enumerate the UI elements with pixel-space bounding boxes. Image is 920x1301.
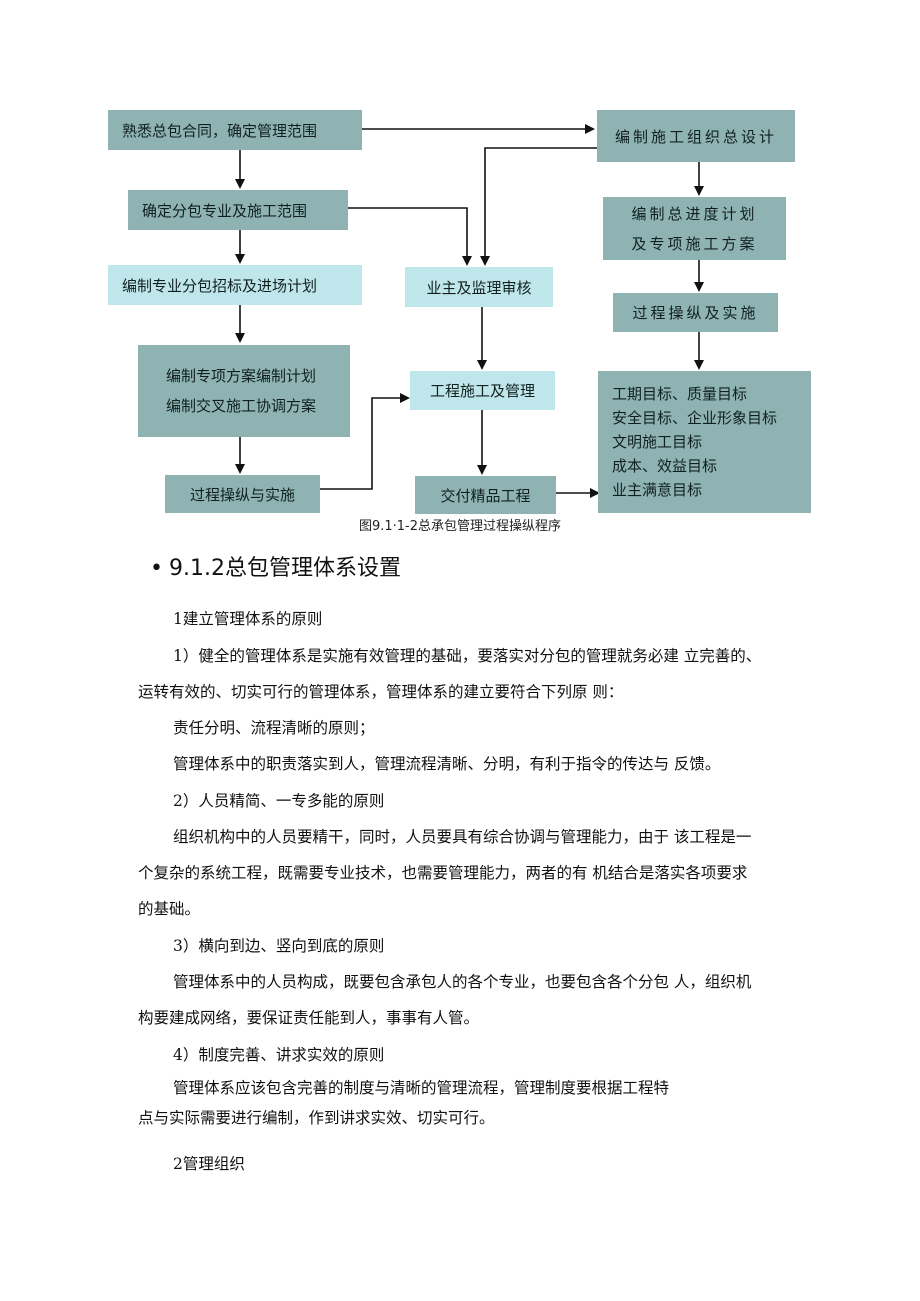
subsection-title-2: 2管理组织 <box>173 1155 245 1173</box>
subsection-title-1: 1建立管理体系的原则 <box>173 610 323 628</box>
heading-text: 9.1.2总包管理体系设置 <box>168 556 401 581</box>
paragraph-3: 管理体系中的职责落实到人，管理流程清晰、分明，有利于指令的传达与 反馈。 <box>173 755 721 773</box>
flow-box-construction-design: 编制施工组织总设计 <box>597 110 795 162</box>
flow-box-owner-review: 业主及监理审核 <box>405 267 553 307</box>
flow-box-subcontract-scope: 确定分包专业及施工范围 <box>128 190 348 230</box>
flow-box-schedule-plan: 编制总进度计划 及专项施工方案 <box>603 197 786 260</box>
figure-caption: 图9.1·1-2总承包管理过程操纵程序 <box>358 519 562 534</box>
flow-box-process-control-left: 过程操纵与实施 <box>165 475 320 513</box>
paragraph-7: 管理体系中的人员构成，既要包含承包人的各个专业，也要包含各个分包 人，组织机 构… <box>138 973 752 1027</box>
paragraph-2: 责任分明、流程清晰的原则； <box>173 719 375 737</box>
flow-box-contract-scope: 熟悉总包合同，确定管理范围 <box>108 110 362 150</box>
flow-box-delivery: 交付精品工程 <box>415 476 556 514</box>
goal-item: 文明施工目标 <box>612 433 703 451</box>
paragraph-8: 4）制度完善、讲求实效的原则 <box>173 1046 385 1064</box>
goal-item: 安全目标、企业形象目标 <box>612 409 778 427</box>
flow-box-construction-management: 工程施工及管理 <box>410 371 555 410</box>
paragraph-5: 组织机构中的人员要精干，同时，人员要具有综合协调与管理能力，由于 该工程是一 个… <box>138 828 752 918</box>
flow-box-bidding-plan: 编制专业分包招标及进场计划 <box>108 265 362 305</box>
arrow-b5-b10 <box>320 393 410 490</box>
arrow-b6-b9 <box>480 147 597 266</box>
section-heading: •9.1.2总包管理体系设置 <box>150 550 401 582</box>
paragraph-9: 管理体系应该包含完善的制度与清晰的管理流程，管理制度要根据工程特 点与实际需要进… <box>138 1079 670 1127</box>
arrow-b2-b9 <box>348 207 472 266</box>
goal-item: 业主满意目标 <box>612 481 703 499</box>
goal-item: 工期目标、质量目标 <box>612 385 748 403</box>
flow-box-process-control-right: 过程操纵及实施 <box>613 293 778 332</box>
flow-box-goals: 工期目标、质量目标 安全目标、企业形象目标 文明施工目标 成本、效益目标 业主满… <box>598 371 811 513</box>
paragraph-1: 1）健全的管理体系是实施有效管理的基础，要落实对分包的管理就务必建 立完善的、 … <box>138 647 762 701</box>
flow-arrows <box>235 124 704 498</box>
bullet-icon: • <box>150 556 163 581</box>
paragraph-6: 3）横向到边、竖向到底的原则 <box>173 937 385 955</box>
flowchart: 熟悉总包合同，确定管理范围 确定分包专业及施工范围 编制专业分包招标及进场计划 … <box>0 0 920 540</box>
paragraph-4: 2）人员精简、一专多能的原则 <box>173 792 385 810</box>
goal-item: 成本、效益目标 <box>612 457 718 475</box>
flow-box-special-plans: 编制专项方案编制计划 编制交叉施工协调方案 <box>138 345 350 437</box>
